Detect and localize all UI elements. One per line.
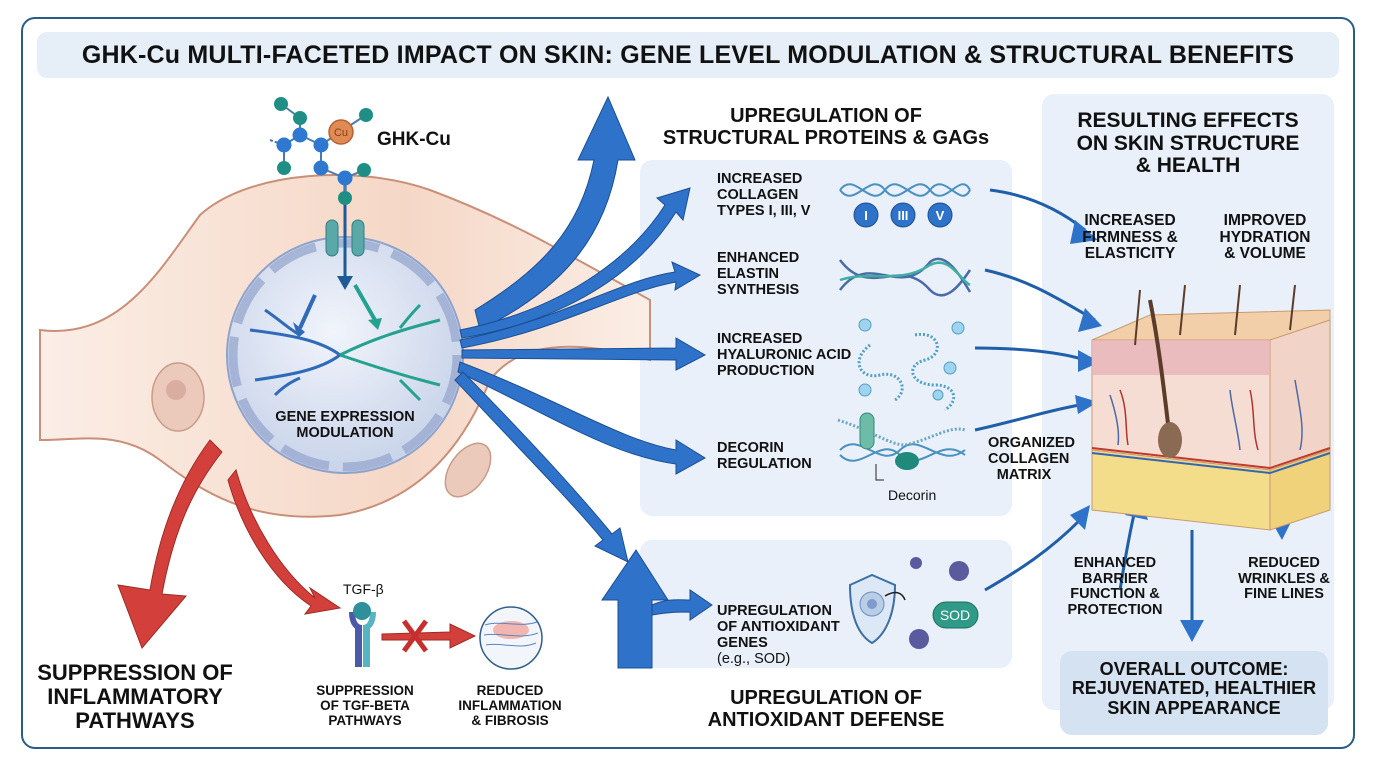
inflammation-heading: SUPPRESSION OF INFLAMMATORY PATHWAYS xyxy=(37,660,233,733)
arrow-up-icon xyxy=(474,95,636,331)
shield-icon xyxy=(848,573,906,645)
antioxidant-item-label: UPREGULATION OF ANTIOXIDANT GENES xyxy=(717,602,840,651)
page-title: GHK-Cu MULTI-FACETED IMPACT ON SKIN: GEN… xyxy=(81,40,1295,69)
water-droplets-icon xyxy=(858,318,965,401)
arrow-right-icon xyxy=(459,261,702,349)
effect-wrinkles: REDUCED WRINKLES & FINE LINES xyxy=(1238,555,1330,603)
free-radical-icon xyxy=(909,557,969,649)
antioxidant-heading: UPREGULATION OF ANTIOXIDANT DEFENSE xyxy=(707,687,945,731)
tgf-caption: SUPPRESSION OF TGF-BETA PATHWAYS xyxy=(316,683,414,728)
tgf-receptor-icon xyxy=(349,602,376,667)
collagen-type-label: III xyxy=(898,208,909,223)
molecule-label: GHK-Cu xyxy=(377,129,451,150)
decorin-icon xyxy=(837,412,966,481)
arrow-right-icon xyxy=(461,337,707,371)
nucleus xyxy=(226,236,464,474)
arrow-right-icon xyxy=(459,187,691,339)
collagen-helix-icon xyxy=(839,183,971,197)
collagen-type-label: I xyxy=(864,208,868,223)
organelle-icon xyxy=(444,442,492,498)
skin-cross-section-icon xyxy=(1091,284,1331,531)
structural-item-collagen: INCREASED COLLAGEN TYPES I, III, V xyxy=(717,171,811,219)
copper-atom-icon xyxy=(328,119,354,145)
arrow-right-icon xyxy=(457,361,706,475)
effect-barrier: ENHANCED BARRIER FUNCTION & PROTECTION xyxy=(1067,555,1163,618)
structural-item-decorin: DECORIN REGULATION xyxy=(717,440,812,472)
elastin-fibers-icon xyxy=(839,257,972,297)
arrow-up-icon xyxy=(601,549,669,669)
collagen-type-label: V xyxy=(936,208,945,223)
structural-heading: UPREGULATION OF STRUCTURAL PROTEINS & GA… xyxy=(662,105,990,149)
sod-badge-label: SOD xyxy=(940,607,970,623)
title-banner: GHK-Cu MULTI-FACETED IMPACT ON SKIN: GEN… xyxy=(37,32,1339,78)
inflamed-tissue-icon xyxy=(479,606,543,670)
collagen-type-badges xyxy=(853,202,953,228)
effect-hydration: IMPROVED HYDRATION & VOLUME xyxy=(1219,212,1311,263)
hyaluronic-acid-icon xyxy=(857,332,956,412)
effect-firmness: INCREASED FIRMNESS & ELASTICITY xyxy=(1082,212,1178,263)
arrow-right-icon xyxy=(381,623,477,649)
arrow-icon xyxy=(298,294,317,329)
effects-heading: RESULTING EFFECTS ON SKIN STRUCTURE & HE… xyxy=(1076,109,1300,178)
membrane-channel-icon xyxy=(325,182,365,290)
ghk-cu-molecule-icon xyxy=(269,97,373,205)
antioxidant-item-example: (e.g., SOD) xyxy=(717,650,791,667)
decorin-caption: Decorin xyxy=(888,487,937,503)
red-inhibition-arrows xyxy=(117,439,477,649)
antioxidant-item: UPREGULATION OF ANTIOXIDANT GENES (e.g.,… xyxy=(717,588,840,668)
outcome-box xyxy=(1060,651,1328,735)
block-x-icon xyxy=(401,619,429,653)
copper-label: Cu xyxy=(334,127,348,139)
arrow-down-icon xyxy=(454,371,629,563)
nucleus-label: GENE EXPRESSION MODULATION xyxy=(275,409,415,441)
inflammation-result-caption: REDUCED INFLAMMATION & FIBROSIS xyxy=(458,683,562,728)
arrow-right-icon xyxy=(227,468,342,615)
arrow-right-icon xyxy=(651,589,713,621)
matrix-label: ORGANIZED COLLAGEN MATRIX xyxy=(988,435,1075,483)
structural-item-hyaluronic: INCREASED HYALURONIC ACID PRODUCTION xyxy=(717,331,852,379)
tgf-beta-label: TGF-β xyxy=(343,581,384,597)
blue-flow-arrows xyxy=(454,95,713,669)
overall-outcome: OVERALL OUTCOME: REJUVENATED, HEALTHIER … xyxy=(1071,659,1317,718)
arrow-down-icon xyxy=(117,439,223,649)
structural-item-elastin: ENHANCED ELASTIN SYNTHESIS xyxy=(717,250,800,298)
sod-badge xyxy=(932,601,979,629)
gene-branches-icon xyxy=(249,308,341,397)
